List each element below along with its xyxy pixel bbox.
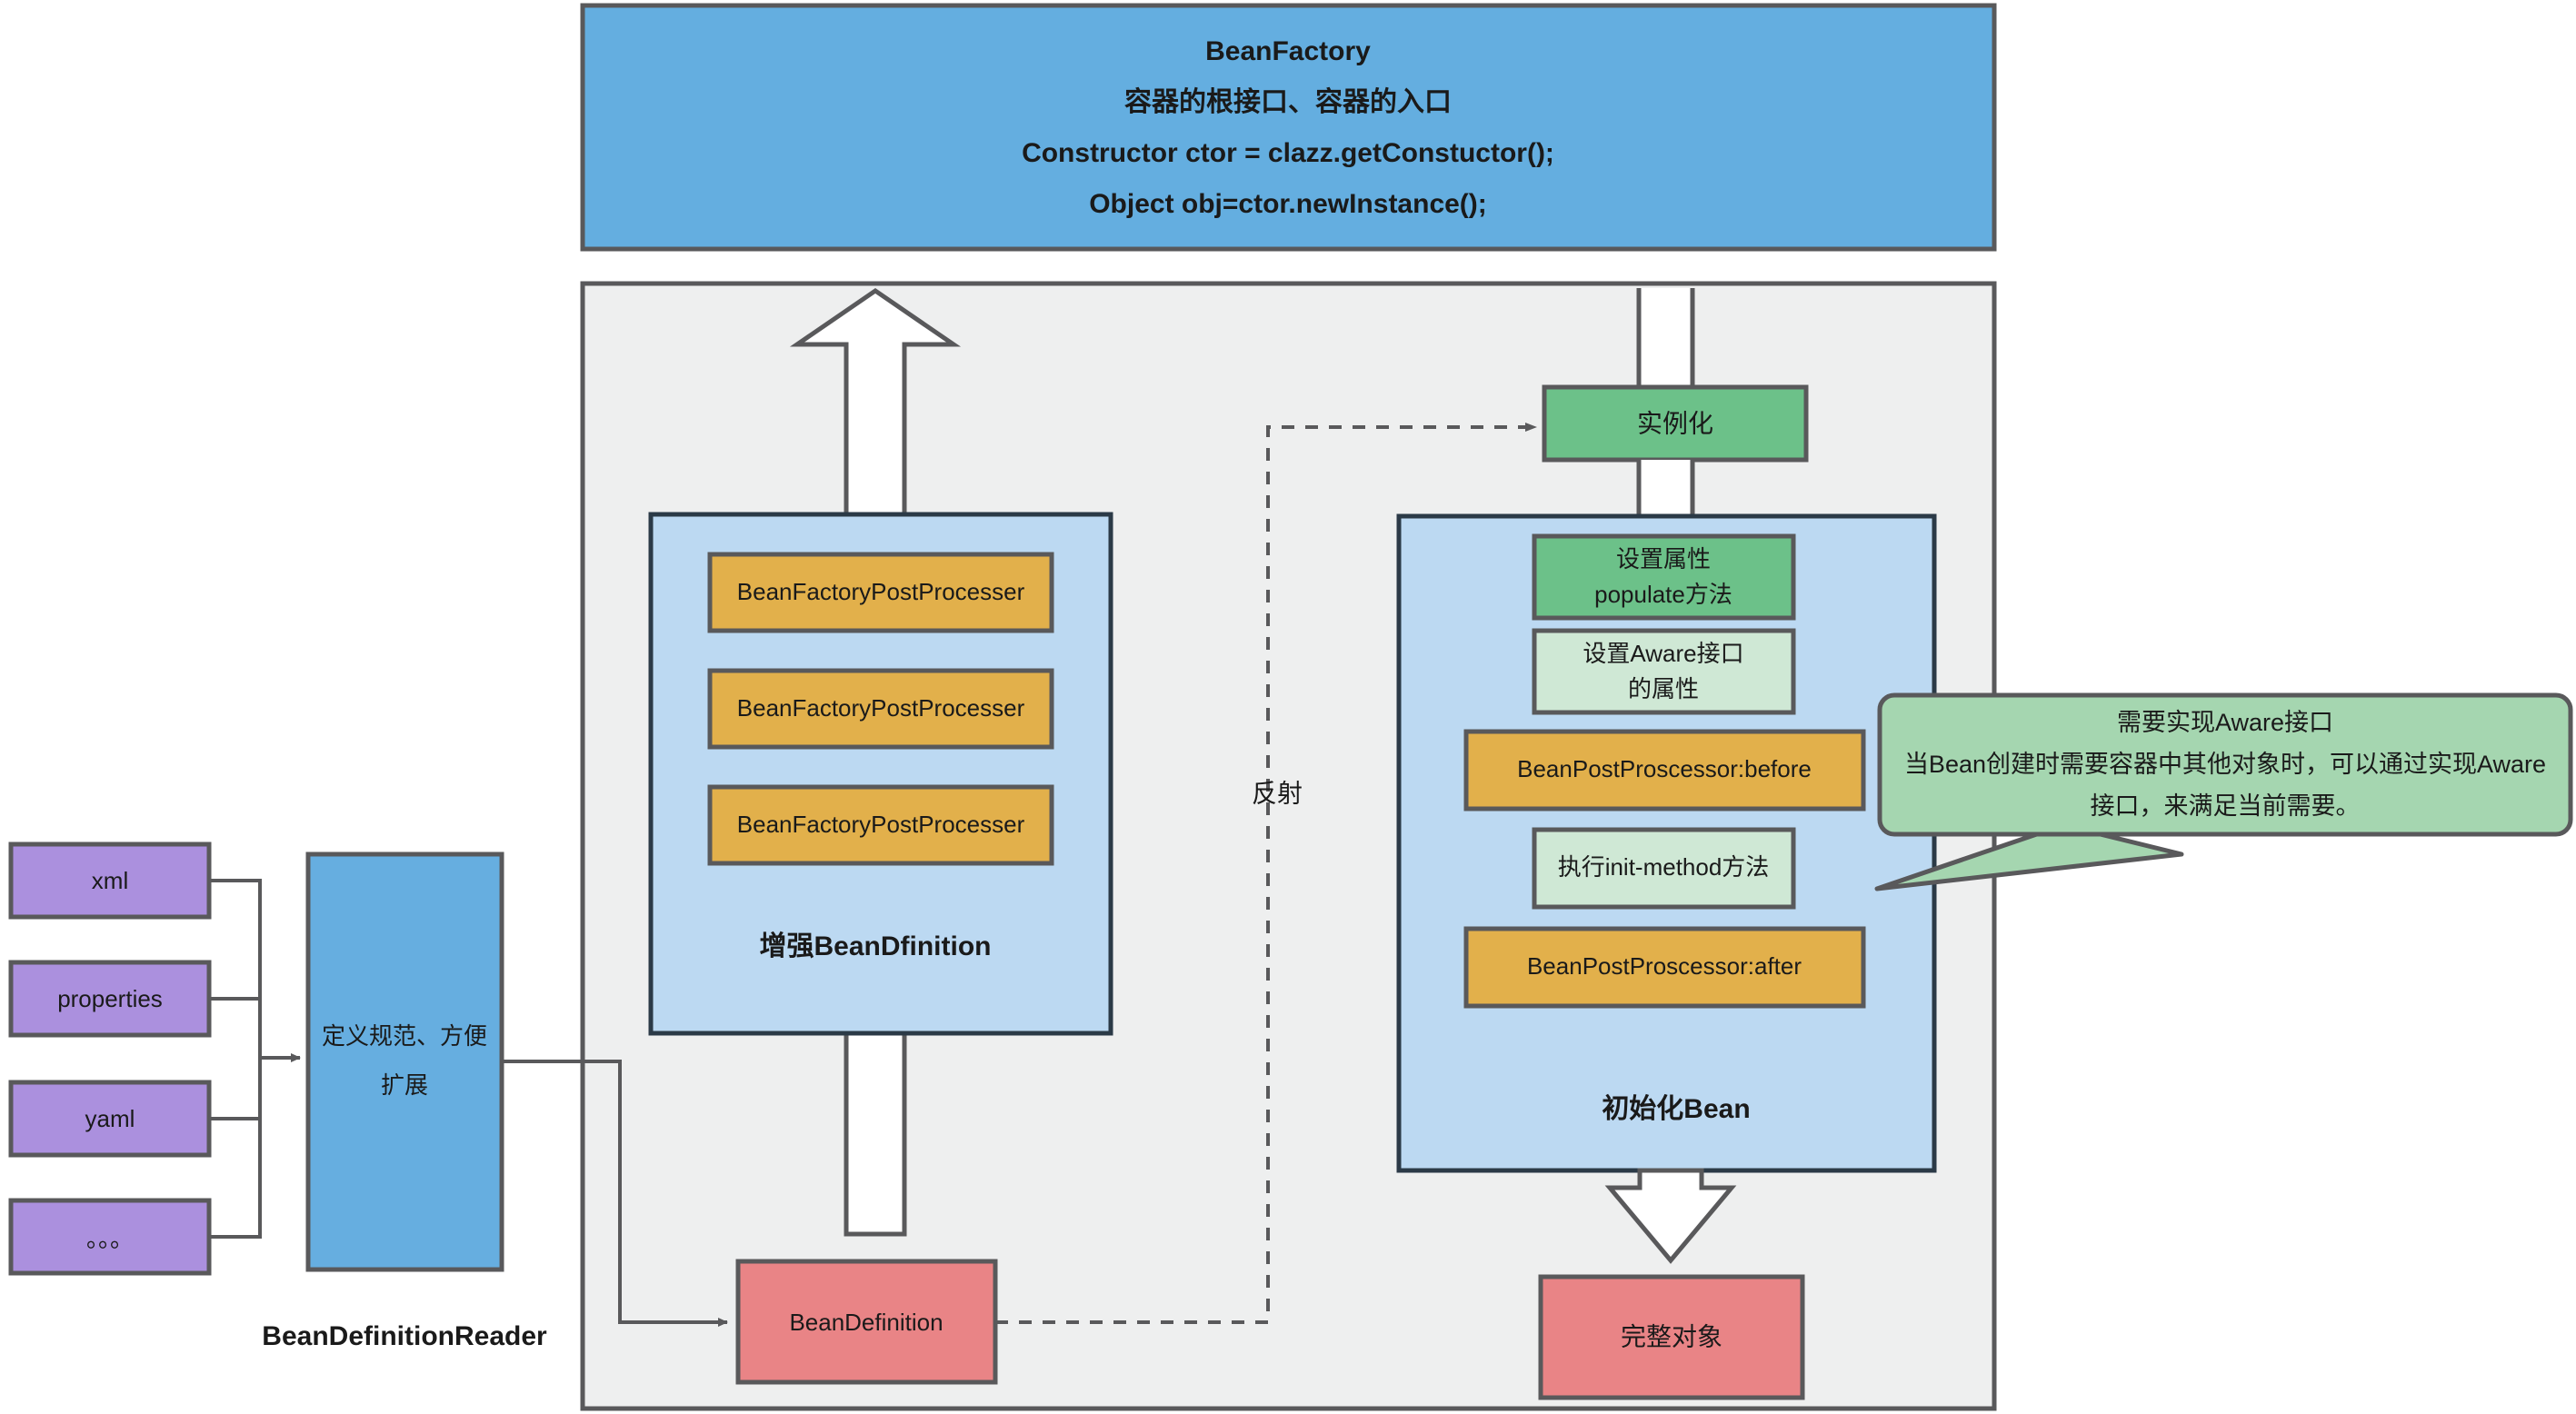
- init-step-4[interactable]: BeanPostProscessor:after: [1463, 926, 1866, 1009]
- reflection-label: 反射: [1252, 779, 1303, 807]
- beanfactory-line-3: Object obj=ctor.newInstance();: [1089, 189, 1487, 219]
- source-label-yaml: yaml: [85, 1105, 135, 1132]
- init-step-4-line-0: BeanPostProscessor:after: [1527, 952, 1802, 980]
- source-box-xml[interactable]: xml: [8, 841, 212, 920]
- complete-object-label: 完整对象: [1621, 1322, 1722, 1350]
- enhance-bean-definition-panel: BeanFactoryPostProcesser BeanFactoryPost…: [648, 512, 1113, 1036]
- reader-line-0: 定义规范、方便: [322, 1022, 487, 1050]
- instantiate-to-init-shaft: [1636, 460, 1695, 521]
- post-processor-label-1: BeanFactoryPostProcesser: [737, 694, 1025, 722]
- beanfactory-box: BeanFactory 容器的根接口、容器的入口 Constructor cto…: [580, 3, 1997, 252]
- complete-object-box[interactable]: 完整对象: [1538, 1274, 1805, 1400]
- init-step-0-line-0: 设置属性: [1616, 545, 1711, 573]
- init-step-2[interactable]: BeanPostProscessor:before: [1463, 729, 1866, 812]
- instantiate-label: 实例化: [1637, 409, 1713, 437]
- init-panel-caption: 初始化Bean: [1602, 1094, 1750, 1124]
- init-step-1-line-0: 设置Aware接口: [1583, 640, 1743, 667]
- source-connectors: [209, 879, 301, 1239]
- init-step-0[interactable]: 设置属性 populate方法: [1532, 533, 1796, 621]
- reflection-dashed-path: [995, 423, 1537, 1324]
- reader-line-1: 扩展: [381, 1071, 428, 1099]
- init-step-1-line-1: 的属性: [1628, 675, 1699, 702]
- init-step-2-line-0: BeanPostProscessor:before: [1517, 755, 1812, 782]
- source-box-ellipsis[interactable]: 。。。: [8, 1198, 212, 1276]
- reader-caption: BeanDefinitionReader: [262, 1321, 547, 1351]
- bean-definition-box[interactable]: BeanDefinition: [735, 1259, 998, 1385]
- bean-definition-label: BeanDefinition: [789, 1309, 943, 1336]
- instantiate-box[interactable]: 实例化: [1542, 384, 1809, 463]
- init-step-3[interactable]: 执行init-method方法: [1532, 827, 1796, 910]
- callout-line-2: 接口，来满足当前需要。: [2091, 792, 2361, 820]
- callout-line-1: 当Bean创建时需要容器中其他对象时，可以通过实现Aware: [1904, 751, 2546, 778]
- post-processor-label-2: BeanFactoryPostProcesser: [737, 811, 1025, 838]
- bean-definition-reader[interactable]: 定义规范、方便 扩展: [305, 851, 504, 1272]
- source-box-properties[interactable]: properties: [8, 960, 212, 1038]
- source-boxes: xml properties yaml 。。。: [8, 841, 212, 1276]
- source-label-xml: xml: [92, 867, 128, 894]
- post-processor-label-0: BeanFactoryPostProcesser: [737, 578, 1025, 605]
- post-processor-item-1[interactable]: BeanFactoryPostProcesser: [707, 668, 1054, 750]
- source-box-yaml[interactable]: yaml: [8, 1080, 212, 1158]
- callout-line-0: 需要实现Aware接口: [2117, 709, 2333, 736]
- aware-callout: 需要实现Aware接口 当Bean创建时需要容器中其他对象时，可以通过实现Awa…: [1874, 692, 2573, 891]
- post-processor-item-0[interactable]: BeanFactoryPostProcesser: [707, 552, 1054, 633]
- downward-block-arrow: [1604, 1168, 1737, 1264]
- beanfactory-line-2: Constructor ctor = clazz.getConstuctor()…: [1022, 138, 1554, 168]
- source-label-properties: properties: [57, 985, 163, 1012]
- instantiate-top-shaft: [1636, 288, 1695, 397]
- init-step-1[interactable]: 设置Aware接口 的属性: [1532, 628, 1796, 715]
- post-processor-item-2[interactable]: BeanFactoryPostProcesser: [707, 784, 1054, 866]
- init-step-3-line-0: 执行init-method方法: [1558, 853, 1770, 881]
- reader-to-beandefinition-connector: [502, 1060, 728, 1327]
- init-step-0-line-1: populate方法: [1594, 581, 1732, 608]
- beanfactory-line-0: BeanFactory: [1205, 36, 1371, 66]
- source-label-ellipsis: 。。。: [86, 1225, 134, 1252]
- enhance-panel-caption: 增强BeanDfinition: [760, 931, 992, 961]
- beanfactory-line-1: 容器的根接口、容器的入口: [1124, 87, 1452, 117]
- init-bean-panel: 设置属性 populate方法 设置Aware接口 的属性 BeanPostPr…: [1396, 513, 1937, 1173]
